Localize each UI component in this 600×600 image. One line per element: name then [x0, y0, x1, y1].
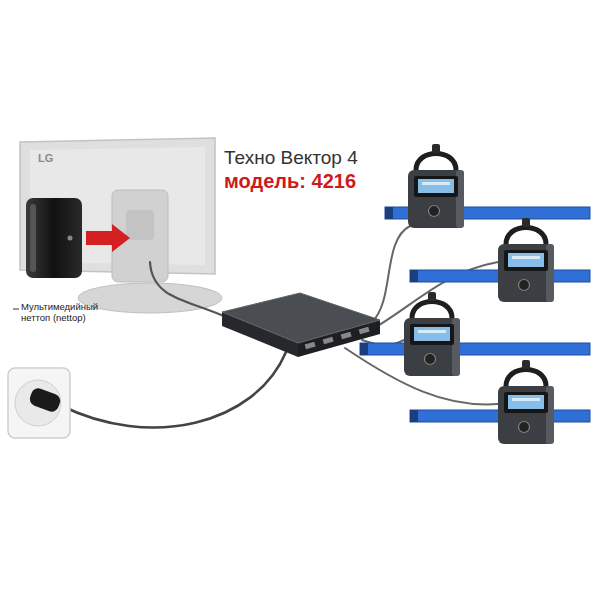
cables: [60, 226, 498, 427]
mount-arrow: [86, 224, 130, 252]
sensor-head: [408, 144, 464, 228]
neck-hole: [126, 210, 154, 240]
monitor-base: [78, 283, 222, 313]
power-outlet: [8, 368, 70, 438]
bar-cap: [360, 343, 368, 355]
bullet-dash: [13, 309, 19, 310]
sensor-head: [498, 218, 554, 302]
nettop-box: [26, 198, 82, 278]
nettop-logo: [68, 236, 73, 241]
part-label: Мультимедийный неттоп (nettop): [21, 302, 121, 324]
product-title: Техно Вектор 4: [224, 147, 358, 169]
hub-port: [341, 332, 352, 340]
cable: [150, 262, 228, 318]
monitor: [20, 138, 222, 313]
sensor-bars: [360, 207, 590, 422]
plug: [28, 386, 62, 413]
power-cable: [60, 352, 286, 427]
hub-port: [305, 342, 316, 350]
hub-port: [323, 337, 334, 345]
outlet-plate: [8, 368, 70, 438]
bar-cap: [385, 207, 393, 219]
nettop-edge: [30, 204, 36, 272]
sensor-head: [498, 360, 554, 444]
bar-cap: [410, 270, 418, 282]
hub-top-face: [222, 293, 380, 343]
brand-logo: LG: [38, 152, 53, 165]
nettop: [26, 198, 130, 278]
bar-cap: [410, 410, 418, 422]
model-number: модель: 4216: [224, 170, 356, 193]
hub: [222, 293, 380, 357]
sensor-head: [404, 292, 460, 376]
hub-port: [359, 327, 370, 335]
sensor-bar: [360, 343, 590, 355]
